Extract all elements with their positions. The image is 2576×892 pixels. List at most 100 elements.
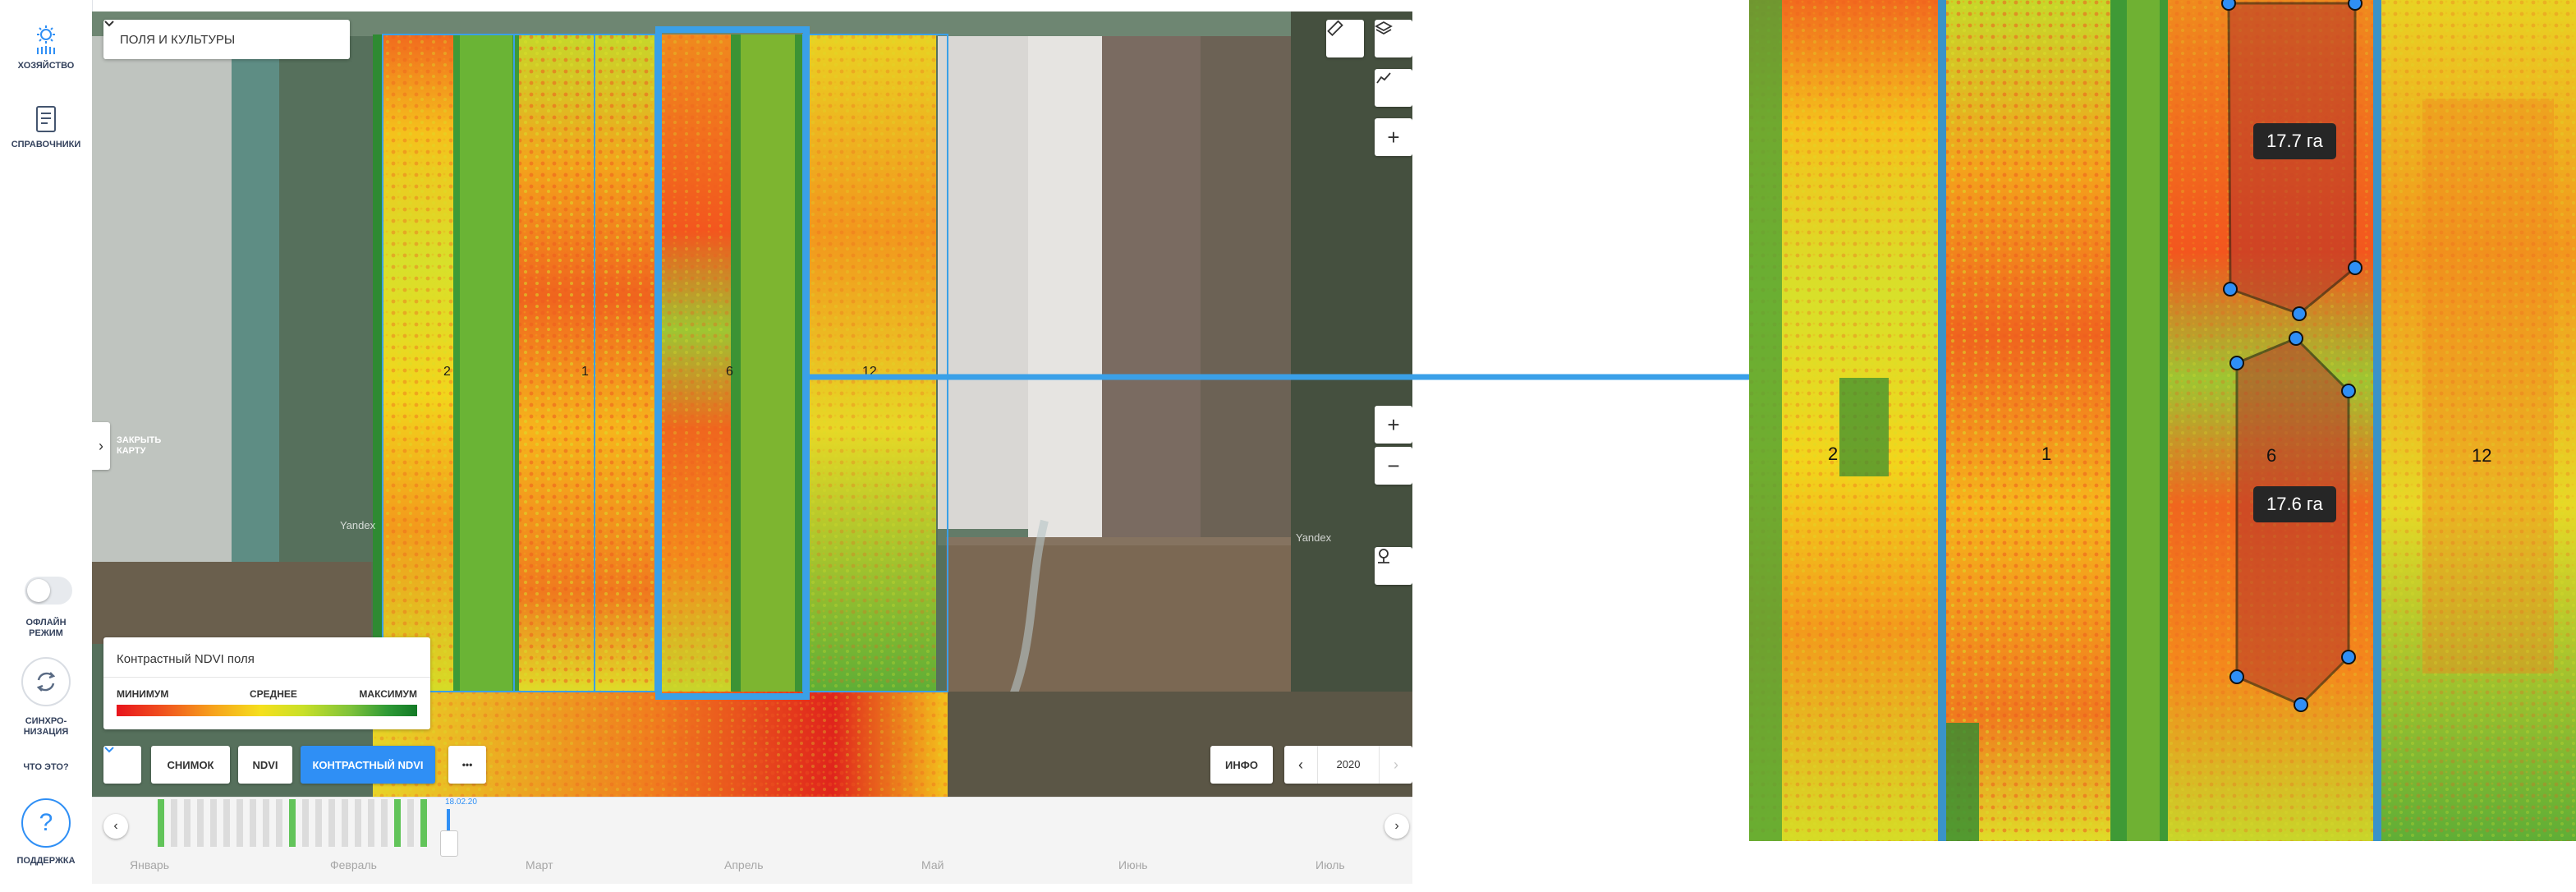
timeline-next-button[interactable]: › — [1384, 814, 1409, 839]
what-is-link[interactable]: ЧТО ЭТО? — [0, 762, 92, 773]
year-value: 2020 — [1317, 746, 1380, 784]
timeline-tick[interactable] — [197, 799, 204, 847]
prev-year-button[interactable]: ‹ — [1298, 756, 1303, 773]
timeline-tick[interactable] — [407, 799, 414, 847]
timeline-tick[interactable] — [289, 799, 296, 847]
info-button[interactable]: ИНФО — [1210, 746, 1273, 784]
collapse-toolbar-button[interactable] — [103, 746, 141, 784]
ndvi-button[interactable]: NDVI — [238, 746, 292, 784]
timeline-tick[interactable] — [236, 799, 243, 847]
timeline-tick[interactable] — [263, 799, 269, 847]
what-is-label: ЧТО ЭТО? — [23, 762, 69, 772]
ndvi-legend: Контрастный NDVI поля МИНИМУМ СРЕДНЕЕ МА… — [103, 637, 430, 729]
timeline-tick[interactable] — [342, 799, 348, 847]
support-label-text: ПОДДЕРЖКА — [16, 856, 76, 866]
area-badge-bottom: 17.6 га — [2253, 486, 2336, 522]
month-jun: Июнь — [1118, 858, 1148, 871]
layers-button[interactable] — [1375, 20, 1412, 57]
chevron-down-icon — [104, 747, 114, 753]
zoomed-ndvi-image: 2 1 6 12 — [1749, 0, 2576, 841]
add-button[interactable]: + — [1375, 118, 1412, 156]
next-year-button[interactable]: › — [1394, 756, 1398, 773]
chevron-left-icon: ‹ — [113, 819, 118, 833]
close-map-line1: ЗАКРЫТЬ — [117, 435, 162, 445]
farm-icon — [37, 25, 55, 54]
close-map-label[interactable]: ЗАКРЫТЬ КАРТУ — [117, 435, 161, 457]
detail-field-label-12: 12 — [2472, 445, 2491, 466]
chart-button[interactable] — [1375, 69, 1412, 107]
selected-date-label: 18.02.20 — [445, 798, 477, 807]
timeline-tick[interactable] — [276, 799, 282, 847]
more-button[interactable]: ••• — [448, 746, 486, 784]
sync-label-line2: НИЗАЦИЯ — [23, 727, 69, 737]
date-timeline[interactable]: ‹ › 18.02.20 Январь Февраль Март Апрель … — [92, 797, 1412, 884]
timeline-tick[interactable] — [171, 799, 177, 847]
timeline-tick[interactable] — [328, 799, 335, 847]
references-label: СПРАВОЧНИКИ — [11, 140, 81, 149]
timeline-slider-handle[interactable] — [440, 830, 458, 857]
timeline-tick[interactable] — [210, 799, 217, 847]
line-chart-icon — [1376, 72, 1391, 84]
map-view[interactable]: Yandex Yandex 2 1 6 12 ПОЛЯ И КУЛЬТУРЫ +… — [92, 11, 1412, 797]
month-feb: Февраль — [330, 858, 377, 871]
field-label-1: 1 — [581, 365, 589, 379]
support-button[interactable]: ? — [21, 798, 71, 848]
references-nav-item[interactable]: СПРАВОЧНИКИ — [0, 105, 92, 150]
fields-crops-dropdown[interactable]: ПОЛЯ И КУЛЬТУРЫ — [103, 20, 350, 59]
detail-field-label-1: 1 — [2041, 444, 2051, 464]
location-pin-icon — [1378, 549, 1389, 563]
month-jul: Июль — [1316, 858, 1345, 871]
plus-icon: + — [1387, 124, 1400, 149]
timeline-prev-button[interactable]: ‹ — [103, 814, 128, 839]
sync-icon — [36, 672, 56, 692]
farm-label: ХОЗЯЙСТВО — [17, 61, 75, 71]
selected-date-marker — [447, 809, 450, 847]
timeline-tick[interactable] — [420, 799, 427, 847]
question-icon: ? — [39, 809, 53, 836]
timeline-tick[interactable] — [381, 799, 388, 847]
ruler-button[interactable] — [1326, 20, 1364, 57]
legend-divider — [103, 677, 430, 678]
support-label: ПОДДЕРЖКА — [0, 856, 92, 867]
layers-icon — [1375, 21, 1393, 35]
legend-max-label: МАКСИМУМ — [359, 688, 417, 700]
timeline-tick[interactable] — [315, 799, 322, 847]
month-mar: Март — [526, 858, 553, 871]
year-selector: ‹ 2020 › — [1284, 746, 1412, 784]
timeline-tick[interactable] — [302, 799, 309, 847]
offline-mode-label: ОФЛАЙН РЕЖИМ — [0, 618, 92, 639]
zoom-out-button[interactable]: − — [1375, 447, 1412, 485]
zoom-in-button[interactable]: + — [1375, 406, 1412, 444]
timeline-tick[interactable] — [184, 799, 191, 847]
field-label-6: 6 — [726, 365, 733, 379]
detail-field-label-6: 6 — [2266, 445, 2276, 466]
legend-color-scale — [117, 705, 417, 716]
legend-mid-label: СРЕДНЕЕ — [250, 688, 297, 700]
offline-mode-toggle[interactable] — [25, 577, 72, 605]
contrast-ndvi-button[interactable]: КОНТРАСТНЫЙ NDVI — [301, 746, 435, 784]
month-apr: Апрель — [724, 858, 764, 871]
snapshot-button[interactable]: СНИМОК — [151, 746, 230, 784]
sync-label: СИНХРО- НИЗАЦИЯ — [0, 716, 92, 738]
left-sidebar: ХОЗЯЙСТВО СПРАВОЧНИКИ ОФЛАЙН РЕЖИМ СИНХР… — [0, 0, 93, 884]
timeline-tick[interactable] — [158, 799, 164, 847]
timeline-tick[interactable] — [368, 799, 374, 847]
timeline-tick[interactable] — [223, 799, 230, 847]
chevron-right-icon: › — [1394, 819, 1399, 833]
timeline-tick[interactable] — [394, 799, 401, 847]
yandex-watermark-left: Yandex — [340, 519, 376, 531]
offline-label-line2: РЕЖИМ — [29, 628, 63, 638]
collapse-map-tab[interactable]: › — [92, 422, 110, 470]
toggle-knob — [27, 579, 50, 602]
month-may: Май — [921, 858, 944, 871]
farm-nav-item[interactable]: ХОЗЯЙСТВО — [0, 25, 92, 71]
legend-min-label: МИНИМУМ — [117, 688, 169, 700]
yandex-watermark-right: Yandex — [1296, 531, 1332, 544]
timeline-tick[interactable] — [250, 799, 256, 847]
area-badge-top: 17.7 га — [2253, 123, 2336, 159]
sync-button[interactable] — [21, 657, 71, 706]
locate-button[interactable] — [1375, 547, 1412, 585]
timeline-tick[interactable] — [355, 799, 361, 847]
offline-label-line1: ОФЛАЙН — [25, 618, 67, 628]
ruler-icon — [1327, 20, 1343, 37]
